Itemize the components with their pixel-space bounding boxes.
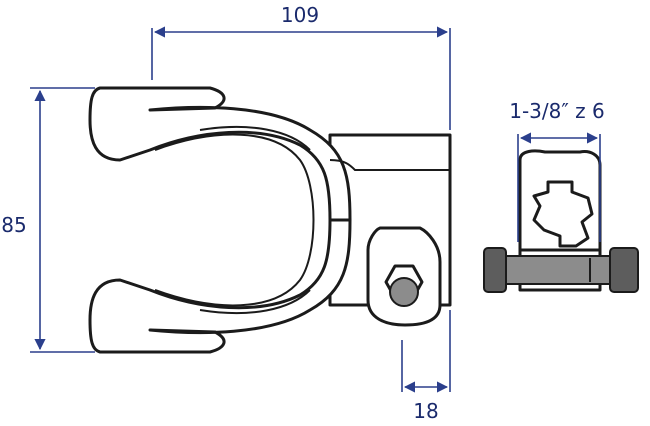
yoke-inner-curve	[154, 133, 315, 307]
dimension-height-label: 85	[1, 213, 26, 237]
dimension-bore: 1-3/8″ z 6	[509, 99, 605, 242]
side-nut	[609, 247, 639, 293]
dimension-length-label: 109	[281, 3, 319, 27]
yoke-upper-arm	[88, 86, 352, 222]
dimension-offset-label: 18	[413, 399, 438, 423]
yoke-front-view	[88, 86, 452, 354]
yoke-side-view	[483, 149, 639, 293]
yoke-inner-curve-3	[199, 289, 311, 315]
spline-bore	[532, 180, 594, 248]
dimension-bore-label: 1-3/8″ z 6	[509, 99, 605, 123]
dimension-height: 85	[1, 87, 95, 353]
bolt-end	[389, 277, 419, 307]
yoke-lower-arm	[88, 218, 352, 354]
yoke-hub-transition	[329, 159, 450, 171]
yoke-inner-curve-2	[199, 125, 311, 151]
dimension-offset: 18	[401, 310, 451, 423]
side-bolt-head	[483, 247, 507, 293]
dimension-length: 109	[151, 3, 451, 130]
